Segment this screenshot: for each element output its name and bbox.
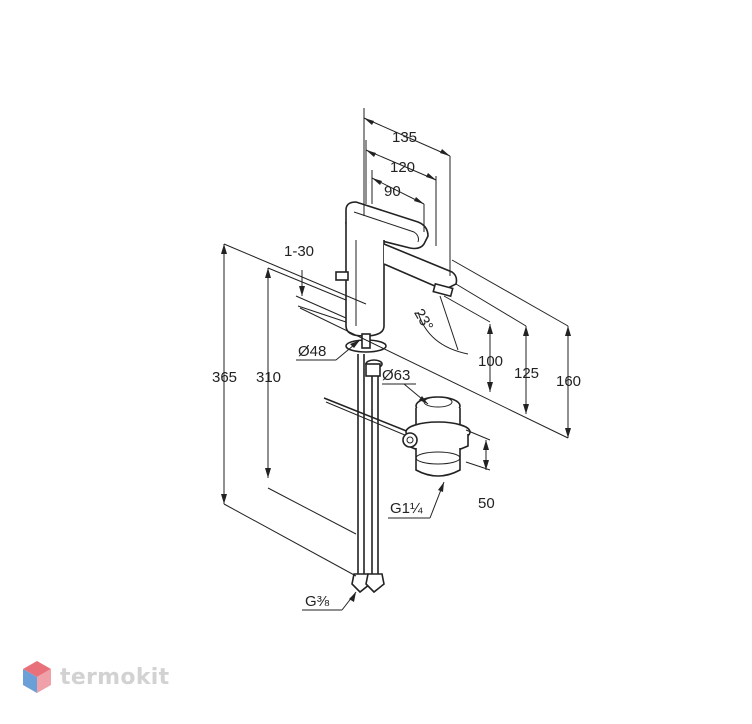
dim-d63: Ø63 xyxy=(382,367,410,384)
dim-1-30: 1-30 xyxy=(284,243,314,260)
dim-365: 365 xyxy=(212,369,237,386)
brand-watermark: termokit xyxy=(22,660,169,694)
dim-125: 125 xyxy=(514,365,539,382)
dim-50: 50 xyxy=(478,495,495,512)
dim-g1-1-4: G1¼ xyxy=(390,500,423,517)
dim-g3-8: G⅜ xyxy=(305,593,330,610)
dim-90: 90 xyxy=(384,183,401,200)
dim-120: 120 xyxy=(390,159,415,176)
dim-23-deg: 23° xyxy=(410,306,436,334)
dim-310: 310 xyxy=(256,369,281,386)
dimension-lines xyxy=(221,108,571,611)
hexagon-logo-icon xyxy=(23,661,51,693)
dimension-labels: 135 120 90 1-30 23° Ø48 Ø63 365 310 100 … xyxy=(212,129,581,610)
dim-100: 100 xyxy=(478,353,503,370)
dim-135: 135 xyxy=(392,129,417,146)
drain-valve xyxy=(402,396,471,477)
dim-d48: Ø48 xyxy=(298,343,326,360)
brand-name: termokit xyxy=(60,664,170,690)
dim-160: 160 xyxy=(556,373,581,390)
